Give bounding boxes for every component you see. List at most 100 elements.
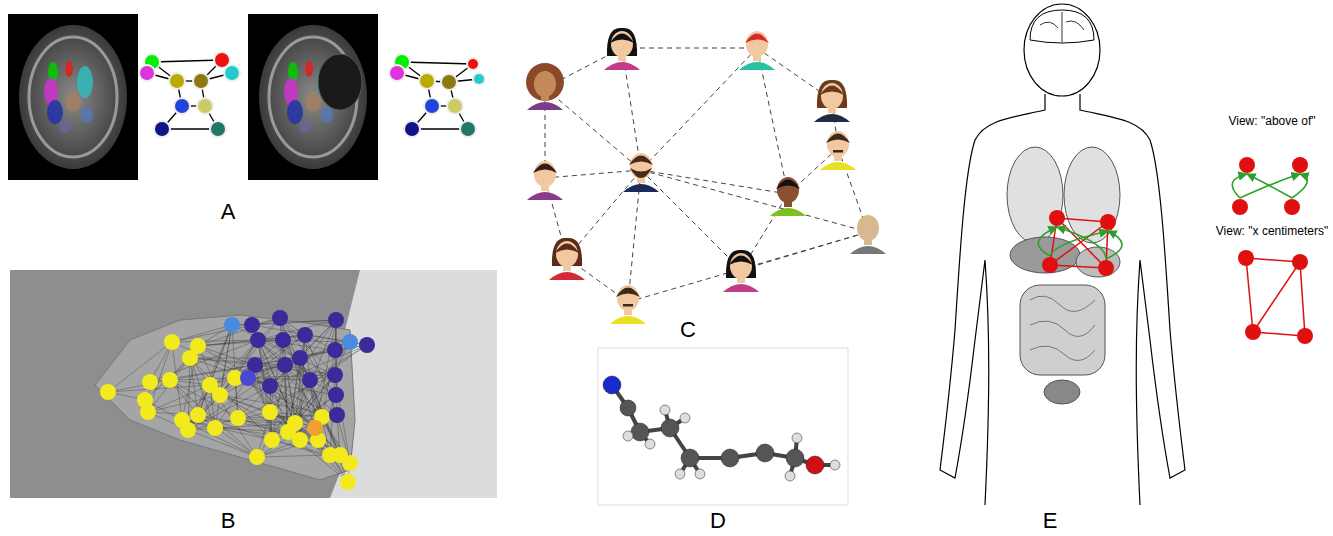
map-edge — [280, 318, 336, 395]
organ-node — [1049, 210, 1065, 226]
panel-letter: E — [1043, 509, 1058, 533]
face — [777, 177, 799, 203]
atom — [680, 413, 690, 423]
panel-letter: A — [221, 200, 236, 224]
segmentation — [81, 107, 93, 123]
hair — [555, 244, 579, 254]
view-node — [1232, 199, 1248, 215]
map-node — [262, 404, 278, 420]
map-edge — [198, 325, 232, 415]
atom — [786, 449, 804, 467]
distance-edge — [1057, 218, 1106, 268]
map-edge — [248, 378, 295, 423]
map-edge — [255, 365, 335, 375]
map-edge — [108, 342, 172, 392]
view-graphs — [1232, 157, 1313, 344]
graph-node — [215, 53, 229, 67]
graph-node — [175, 99, 189, 113]
node-halo — [459, 120, 477, 138]
view-node — [1238, 250, 1254, 266]
shoulders — [610, 316, 646, 324]
shoulders — [623, 184, 659, 192]
map-edge — [188, 325, 232, 430]
face — [630, 153, 652, 179]
relation-arrow — [1247, 174, 1292, 198]
relation-arrow — [1057, 227, 1106, 259]
panel-letter: D — [710, 509, 726, 533]
map-node — [250, 332, 266, 348]
relation-arrow — [1038, 227, 1057, 256]
map-node — [174, 412, 190, 428]
map-node — [328, 312, 344, 328]
face — [821, 83, 843, 109]
map — [10, 270, 497, 498]
map-node — [262, 378, 278, 394]
segmentation — [77, 66, 93, 98]
segmentation — [65, 61, 73, 77]
atom — [721, 449, 739, 467]
relation-arrow — [1292, 174, 1307, 198]
graph-node — [448, 99, 462, 113]
person-icon — [604, 28, 640, 70]
lung — [1064, 147, 1120, 243]
hair — [526, 63, 564, 101]
view-node — [1292, 157, 1308, 173]
shoulders — [820, 162, 856, 170]
map-edge — [172, 342, 270, 386]
map-edge — [270, 345, 367, 412]
mainland — [330, 270, 497, 498]
hair — [610, 34, 634, 44]
view-title: View: "x centimeters" — [1216, 225, 1328, 238]
map-node — [277, 357, 293, 373]
node-halo — [440, 73, 458, 91]
body — [940, 4, 1185, 505]
map-edge — [170, 380, 257, 457]
person-icon — [623, 153, 659, 192]
graph-node — [194, 74, 208, 88]
face — [534, 71, 556, 97]
map-edge — [220, 318, 280, 395]
segmentation — [47, 100, 63, 124]
map-node — [140, 404, 156, 420]
map-edge — [283, 340, 288, 432]
distance-edge — [1246, 258, 1253, 332]
atom — [623, 431, 633, 441]
map-node — [342, 455, 358, 471]
map-edge — [270, 386, 350, 463]
lesion — [318, 54, 362, 110]
graph-node — [468, 59, 478, 69]
map-node — [249, 449, 265, 465]
face — [611, 31, 633, 57]
map-edge — [285, 342, 350, 365]
atom — [661, 419, 679, 437]
organ-node — [1100, 214, 1116, 230]
map-edge — [188, 430, 257, 457]
hair — [726, 250, 756, 278]
map-edge — [270, 345, 367, 386]
view-node — [1245, 324, 1261, 340]
shoulders — [770, 208, 806, 216]
map-node — [212, 387, 228, 403]
brain — [1030, 10, 1094, 43]
head — [1024, 4, 1100, 96]
map-node — [292, 432, 308, 448]
atom — [631, 423, 649, 441]
atom — [675, 469, 685, 479]
graph-node — [461, 122, 475, 136]
graph-node — [390, 66, 404, 80]
mustache — [833, 150, 843, 153]
mri-scan — [8, 14, 138, 180]
face — [534, 161, 556, 187]
map-node — [287, 415, 303, 431]
graph-node — [198, 99, 212, 113]
graph-node — [140, 66, 154, 80]
map-edge — [255, 350, 335, 365]
relation-arrow — [1232, 174, 1247, 198]
brain-graph — [138, 51, 241, 138]
atom — [681, 449, 699, 467]
node-halo — [168, 72, 186, 90]
hair — [820, 86, 844, 96]
intestines — [1020, 285, 1105, 375]
graph-node — [405, 122, 419, 136]
